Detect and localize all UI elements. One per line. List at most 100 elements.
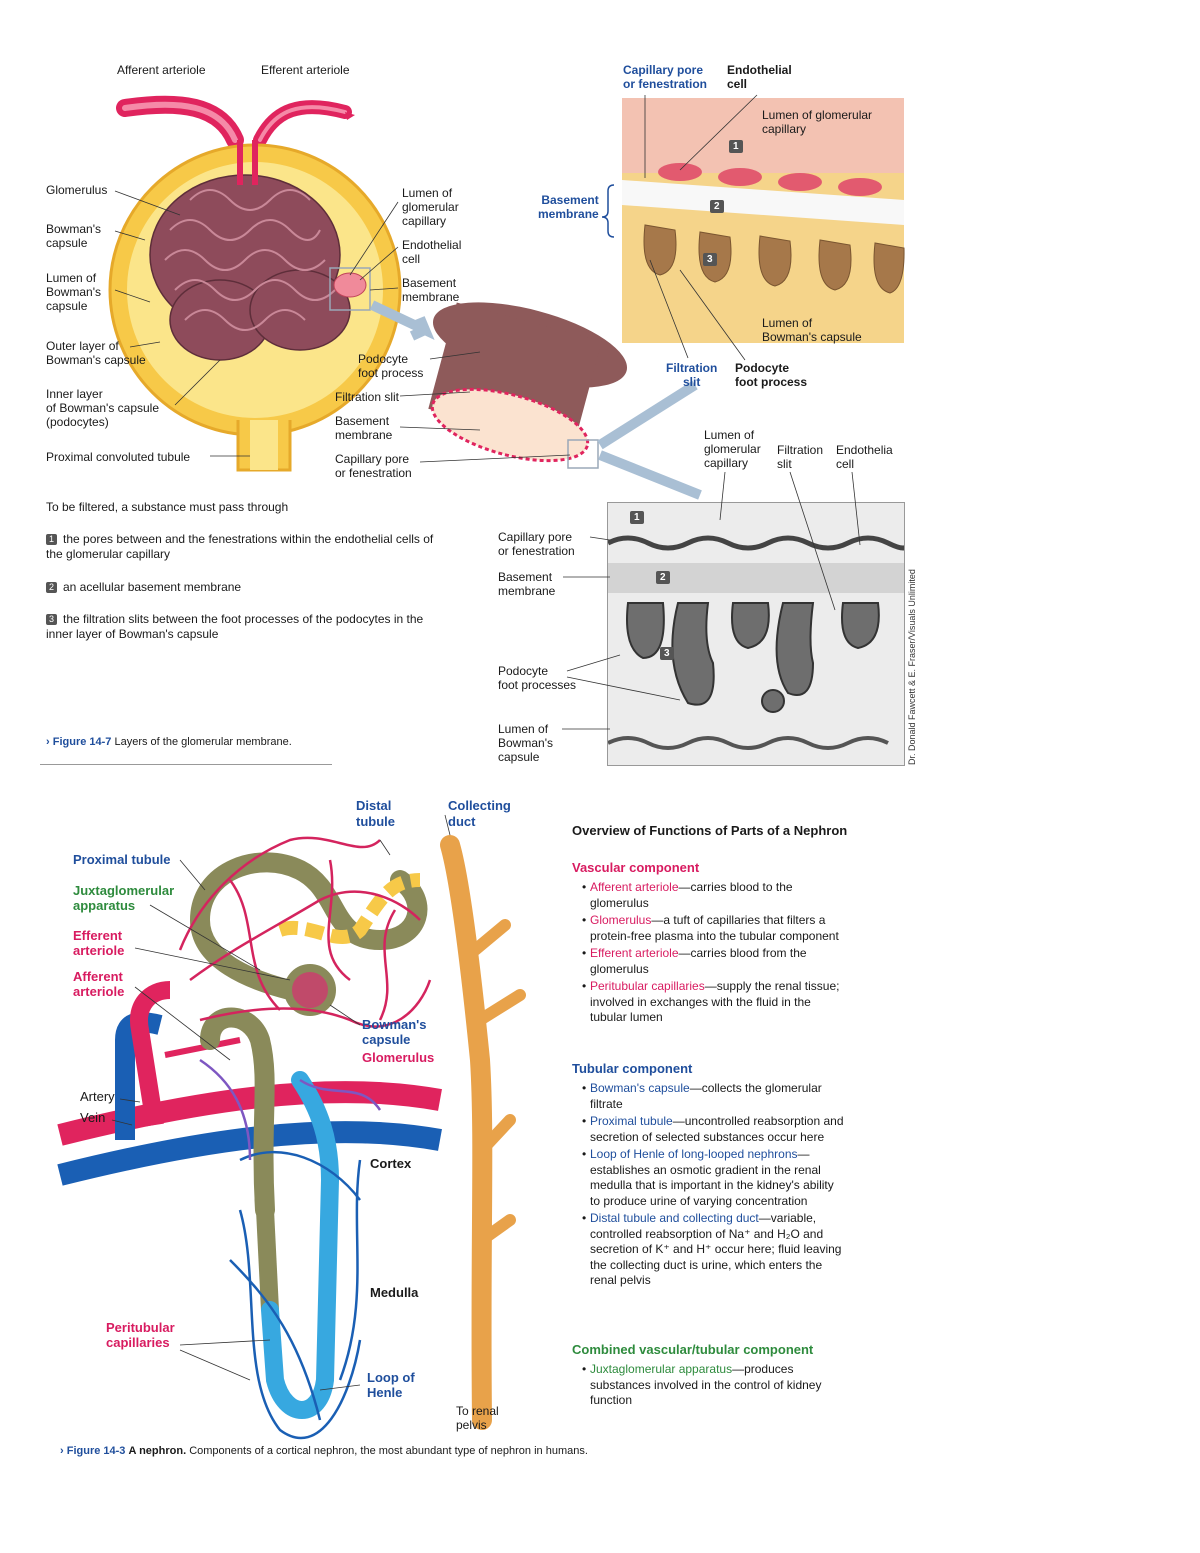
figure-14-7-number: › Figure 14-7 xyxy=(46,736,112,748)
overview-item: Bowman's capsule—collects the glomerular… xyxy=(582,1081,844,1112)
vascular-list: Afferent arteriole—carries blood to the … xyxy=(582,880,842,1028)
filter-intro: To be filtered, a substance must pass th… xyxy=(46,500,289,514)
glomerulus-label: Glomerulus xyxy=(46,183,108,197)
podocyte-foot-process-right-label: Podocyte foot process xyxy=(735,361,808,389)
basement-membrane-label: Basement membrane xyxy=(402,276,460,304)
tubular-list: Bowman's capsule—collects the glomerular… xyxy=(582,1081,844,1291)
capillary-pore-label: Capillary pore or fenestration xyxy=(335,452,412,480)
figure-14-3-title: A nephron. xyxy=(128,1445,187,1457)
em-lumen-bowmans-label: Lumen of Bowman's capsule xyxy=(498,722,553,764)
item-2-text: an acellular basement membrane xyxy=(63,580,242,594)
figure-14-3-text: Components of a cortical nephron, the mo… xyxy=(189,1445,588,1457)
overview-term: Juxtaglomerular apparatus xyxy=(590,1362,733,1376)
micrograph-drawing xyxy=(608,503,904,765)
item-1-text: the pores between and the fenestrations … xyxy=(46,532,434,561)
collecting-duct-label: Collecting duct xyxy=(448,798,511,829)
lumen-bowmans-right-label: Lumen of Bowman's capsule xyxy=(762,316,862,344)
vein-label: Vein xyxy=(80,1110,106,1125)
figure-14-7-text: Layers of the glomerular membrane. xyxy=(114,736,292,748)
bowmans-capsule-bottom-label: Bowman's capsule xyxy=(362,1017,427,1047)
em-marker-1: 1 xyxy=(634,512,640,523)
overview-item: Proximal tubule—uncontrolled reabsorptio… xyxy=(582,1114,844,1145)
outer-layer-label: Outer layer of Bowman's capsule xyxy=(46,339,146,367)
artery-label: Artery xyxy=(80,1089,115,1104)
overview-desc: —uncontrolled reabsorption and secretion… xyxy=(590,1114,844,1144)
item-2-number: 2 xyxy=(46,582,57,593)
figure-14-7-caption: › Figure 14-7 Layers of the glomerular m… xyxy=(46,736,292,748)
overview-item: Glomerulus—a tuft of capillaries that fi… xyxy=(582,913,842,944)
bowmans-capsule-illustration xyxy=(108,94,905,500)
overview-desc: —produces substances involved in the con… xyxy=(590,1362,822,1407)
efferent-arteriole-bottom-label: Efferent arteriole xyxy=(73,928,125,958)
marker-2: 2 xyxy=(714,201,720,212)
combined-heading: Combined vascular/tubular component xyxy=(572,1342,814,1357)
overview-item: Distal tubule and collecting duct—variab… xyxy=(582,1211,844,1289)
marker-1: 1 xyxy=(733,141,739,152)
to-renal-pelvis-label: To renal pelvis xyxy=(456,1404,499,1432)
juxtaglomerular-label: Juxtaglomerular apparatus xyxy=(73,883,175,913)
overview-desc: —carries blood from the glomerulus xyxy=(590,946,807,976)
endothelial-cell-right-label: Endothelial cell xyxy=(727,63,792,91)
bowmans-capsule-label: Bowman's capsule xyxy=(46,222,101,250)
lumen-glomerular-capillary-label: Lumen of glomerular capillary xyxy=(402,186,459,228)
em-leaders xyxy=(562,471,861,730)
capillary-pore-blue-label: Capillary pore or fenestration xyxy=(623,63,708,91)
overview-desc: —supply the renal tissue; involved in ex… xyxy=(590,979,840,1024)
glomerulus-bottom-label: Glomerulus xyxy=(362,1050,435,1065)
overview-term: Efferent arteriole xyxy=(590,946,679,960)
efferent-arteriole-label: Efferent arteriole xyxy=(261,63,350,77)
electron-micrograph: 1 2 3 xyxy=(607,502,905,766)
caption-rule xyxy=(40,764,332,765)
marker-3: 3 xyxy=(707,254,713,265)
endothelial-cell-label: Endothelial cell xyxy=(402,238,462,266)
overview-term: Peritubular capillaries xyxy=(590,979,705,993)
filtration-slit-label: Filtration slit xyxy=(335,390,400,404)
em-filtration-slit-label: Filtration slit xyxy=(777,443,824,471)
figure-14-3-number: › Figure 14-3 xyxy=(60,1445,126,1457)
overview-term: Proximal tubule xyxy=(590,1114,673,1128)
vascular-heading: Vascular component xyxy=(572,860,700,875)
loop-of-henle-label: Loop of Henle xyxy=(367,1370,415,1400)
distal-tubule-label: Distal tubule xyxy=(356,798,395,829)
proximal-convoluted-label: Proximal convoluted tubule xyxy=(46,450,191,464)
item-1-number: 1 xyxy=(46,534,57,545)
afferent-arteriole-label: Afferent arteriole xyxy=(117,63,206,77)
em-capillary-pore-label: Capillary pore or fenestration xyxy=(498,530,575,558)
em-lumen-glomerular-label: Lumen of glomerular capillary xyxy=(704,428,761,470)
overview-desc: —collects the glomerular filtrate xyxy=(590,1081,822,1111)
em-marker-2: 2 xyxy=(660,572,666,583)
nephron-illustration xyxy=(57,814,526,1440)
filter-item-2: 2 an acellular basement membrane xyxy=(46,580,446,595)
overview-term: Glomerulus xyxy=(590,913,652,927)
em-marker-3: 3 xyxy=(664,648,670,659)
overview-title: Overview of Functions of Parts of a Neph… xyxy=(572,823,848,838)
overview-item: Loop of Henle of long-looped nephrons—es… xyxy=(582,1147,844,1209)
cortex-label: Cortex xyxy=(370,1156,412,1171)
peritubular-label: Peritubular capillaries xyxy=(106,1320,175,1350)
overview-term: Bowman's capsule xyxy=(590,1081,690,1095)
filtration-slit-blue-label: Filtration slit xyxy=(666,361,718,389)
inner-layer-label: Inner layer of Bowman's capsule (podocyt… xyxy=(46,387,160,429)
medulla-label: Medulla xyxy=(370,1285,419,1300)
item-3-text: the filtration slits between the foot pr… xyxy=(46,612,424,641)
figure-14-3-caption: › Figure 14-3 A nephron. Components of a… xyxy=(60,1445,588,1457)
overview-term: Afferent arteriole xyxy=(590,880,679,894)
overview-desc: —carries blood to the glomerulus xyxy=(590,880,793,910)
overview-item: Afferent arteriole—carries blood to the … xyxy=(582,880,842,911)
proximal-tubule-label: Proximal tubule xyxy=(73,852,171,867)
tubular-heading: Tubular component xyxy=(572,1061,693,1076)
lumen-glomerular-right-label: Lumen of glomerular capillary xyxy=(762,108,873,136)
lumen-bowmans-label: Lumen of Bowman's capsule xyxy=(46,271,101,313)
overview-desc: —a tuft of capillaries that filters a pr… xyxy=(590,913,839,943)
overview-desc: —establishes an osmotic gradient in the … xyxy=(590,1147,834,1208)
item-3-number: 3 xyxy=(46,614,57,625)
basement-membrane-blue-label: Basement membrane xyxy=(538,193,599,221)
overview-term: Loop of Henle of long-looped nephrons xyxy=(590,1147,798,1161)
combined-list: Juxtaglomerular apparatus—produces subst… xyxy=(582,1362,844,1411)
em-endothelial-label: Endothelia cell xyxy=(836,443,893,471)
basement-membrane-label-2: Basement membrane xyxy=(335,414,393,442)
overview-desc: —variable, controlled reabsorption of Na… xyxy=(590,1211,842,1287)
em-basement-membrane-label: Basement membrane xyxy=(498,570,556,598)
